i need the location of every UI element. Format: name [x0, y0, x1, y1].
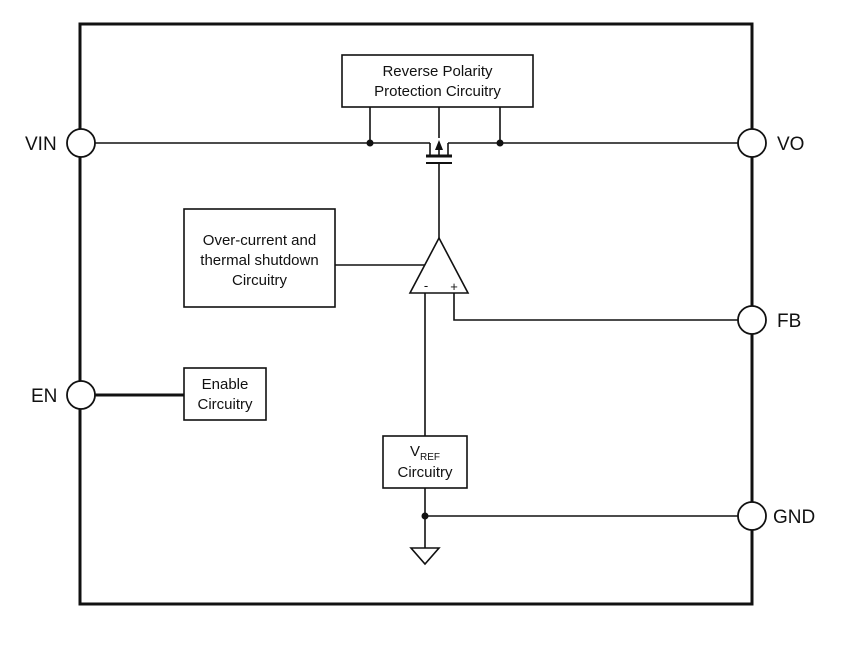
vref-label-2: Circuitry	[398, 464, 453, 481]
en-pin	[66, 380, 96, 410]
enable-label-2: Circuitry	[198, 396, 253, 413]
reverse-polarity-label-2: Protection Circuitry	[374, 83, 501, 100]
vo-pin-label: VO	[777, 134, 804, 155]
vin-pin-label: VIN	[25, 134, 57, 155]
fb-wire	[453, 293, 738, 321]
reverse-polarity-label-1: Reverse Polarity	[382, 63, 493, 80]
overcurrent-label-2: thermal shutdown	[200, 252, 318, 269]
overcurrent-label-1: Over-current and	[203, 232, 316, 249]
ground-symbol-icon	[409, 547, 441, 566]
enable-block	[183, 367, 267, 421]
vref-symbol: V	[410, 443, 420, 460]
overcurrent-block	[183, 208, 336, 308]
amp-minus-sign: -	[424, 278, 428, 293]
fb-pin	[737, 305, 767, 335]
pass-transistor	[426, 140, 452, 238]
en-pin-label: EN	[31, 386, 57, 407]
vref-subscript: REF	[420, 452, 440, 463]
reverse-polarity-block	[341, 54, 534, 108]
vo-pin	[737, 128, 767, 158]
enable-label-1: Enable	[202, 376, 249, 393]
fb-pin-label: FB	[777, 311, 801, 332]
chip-outline	[78, 22, 754, 606]
junction-dot	[496, 139, 504, 147]
amp-plus-sign: +	[450, 279, 458, 294]
junction-dot	[366, 139, 374, 147]
overcurrent-label-3: Circuitry	[232, 272, 287, 289]
vin-pin	[66, 128, 96, 158]
vref-label: VREF	[410, 443, 440, 463]
vref-block	[382, 435, 468, 489]
gnd-pin	[737, 501, 767, 531]
gnd-pin-label: GND	[773, 507, 815, 528]
